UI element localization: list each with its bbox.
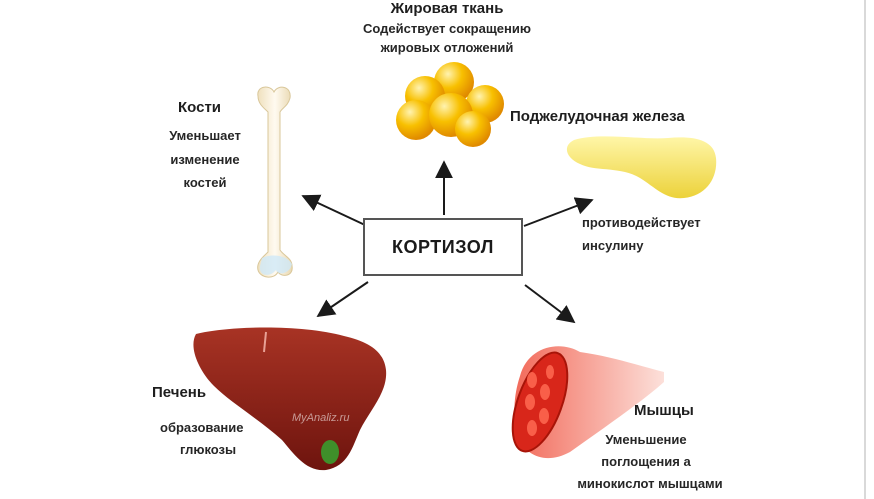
arrow-to-muscles <box>524 284 576 324</box>
arrow-to-liver <box>316 281 369 318</box>
muscles-title: Мышцы <box>634 402 694 419</box>
bones-desc-line1: Уменьшает <box>169 128 241 143</box>
bone-image <box>257 86 293 278</box>
bones-title: Кости <box>178 99 222 116</box>
liver-image <box>193 327 387 471</box>
pancreas-image <box>566 136 717 199</box>
liver-desc-line1: образование <box>160 420 244 435</box>
muscles-desc-line1: Уменьшение <box>605 432 687 447</box>
cortisol-box: КОРТИЗОЛ <box>363 218 523 276</box>
liver-title: Печень <box>152 384 207 401</box>
bones-desc-line2: изменение <box>170 152 240 167</box>
cortisol-label: КОРТИЗОЛ <box>392 236 494 257</box>
liver-desc-line2: глюкозы <box>180 442 237 457</box>
pancreas-title: Поджелудочная железа <box>510 108 685 125</box>
arrow-to-pancreas <box>523 197 594 227</box>
fat-title: Жировая ткань <box>390 0 504 17</box>
watermark: MyAnaliz.ru <box>292 412 350 424</box>
pancreas-desc-line1: противодействует <box>582 215 701 230</box>
arrow-to-bones <box>301 194 366 226</box>
muscles-desc-line3: минокислот мышцами <box>577 476 723 491</box>
pancreas-desc-line2: инсулину <box>582 238 644 253</box>
fat-desc-line1: Содействует сокращению <box>363 21 531 36</box>
frame-edge <box>864 0 866 499</box>
fat-desc-line2: жировых отложений <box>380 40 514 55</box>
fat-tissue-image <box>396 62 504 147</box>
muscle-image <box>511 346 664 459</box>
muscles-desc-line2: поглощения а <box>601 454 691 469</box>
bones-desc-line3: костей <box>183 175 227 190</box>
